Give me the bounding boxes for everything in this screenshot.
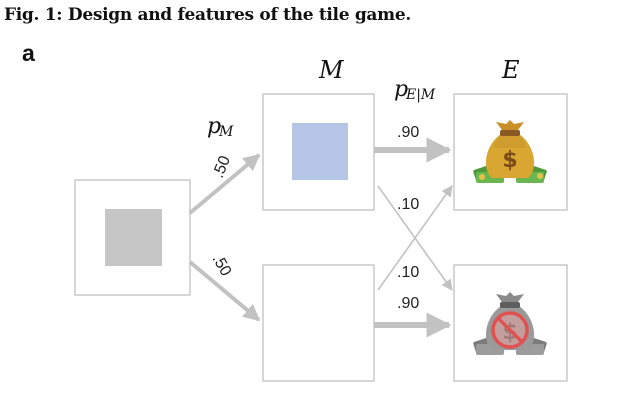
middle-blue-tile bbox=[292, 123, 348, 180]
prob-top-to-noreward: .10 bbox=[397, 196, 419, 213]
panel-letter: a bbox=[22, 40, 35, 66]
header-m: M bbox=[318, 56, 345, 84]
arrow-bottom-to-reward bbox=[377, 185, 453, 291]
figure-caption: Fig. 1: Design and features of the tile … bbox=[4, 5, 411, 25]
header-p-subscript: E|M bbox=[405, 87, 436, 103]
arrow-start-to-top bbox=[188, 153, 261, 215]
svg-text:$: $ bbox=[502, 148, 517, 173]
header-p-e-given-m: p E|M bbox=[394, 77, 436, 103]
label-p-m: p M bbox=[207, 114, 234, 140]
crossed-money-bag-icon: $ bbox=[473, 292, 547, 355]
prob-bottom-to-noreward: .90 bbox=[397, 295, 419, 312]
prob-start-to-bottom: .50 bbox=[209, 252, 235, 280]
prob-top-to-reward: .90 bbox=[397, 124, 419, 141]
label-p-subscript: M bbox=[218, 124, 234, 140]
middle-bottom-box bbox=[262, 264, 375, 382]
label-p-letter: p bbox=[207, 114, 221, 139]
start-tile bbox=[105, 209, 162, 266]
money-bag-icon: $ bbox=[473, 120, 547, 183]
header-e: E bbox=[501, 56, 520, 84]
arrow-start-to-bottom bbox=[188, 260, 261, 322]
prob-bottom-to-reward: .10 bbox=[397, 264, 419, 281]
header-p-letter: p bbox=[394, 77, 408, 102]
